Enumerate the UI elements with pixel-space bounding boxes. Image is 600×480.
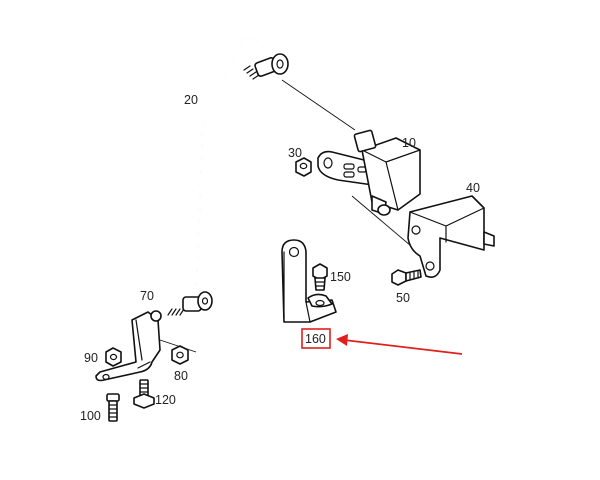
bolt-100: [106, 393, 120, 422]
leader-bracket-to-nut80: [159, 339, 197, 353]
nut-30: [295, 157, 312, 177]
mounting-bracket-40: [407, 195, 495, 278]
callout-90: 90: [84, 351, 98, 365]
callout-120: 120: [155, 393, 176, 407]
bolt-50: [391, 269, 422, 286]
callout-150: 150: [330, 270, 351, 284]
highlight-box-160: [301, 328, 331, 349]
linkage-rod-20: [167, 37, 289, 316]
callout-160: 160: [305, 332, 326, 346]
highlight-arrow: [336, 334, 463, 355]
callout-30: 30: [288, 146, 302, 160]
callout-100: 100: [80, 409, 101, 423]
lower-bracket-70: [95, 310, 162, 382]
bracket-plate-160: [281, 239, 337, 323]
callout-10: 10: [402, 136, 416, 150]
bolt-150: [312, 263, 328, 291]
callout-50: 50: [396, 291, 410, 305]
upper-ball-joint: [243, 53, 289, 80]
callout-80: 80: [174, 369, 188, 383]
leader-rod-to-sensor: [281, 79, 356, 131]
bolt-120: [133, 379, 155, 409]
callout-20: 20: [184, 93, 198, 107]
callout-40: 40: [466, 181, 480, 195]
callout-70: 70: [140, 289, 154, 303]
nut-90: [105, 347, 122, 367]
lower-ball-joint: [167, 291, 213, 316]
level-sensor-10: [317, 129, 421, 216]
nut-80: [171, 345, 189, 365]
